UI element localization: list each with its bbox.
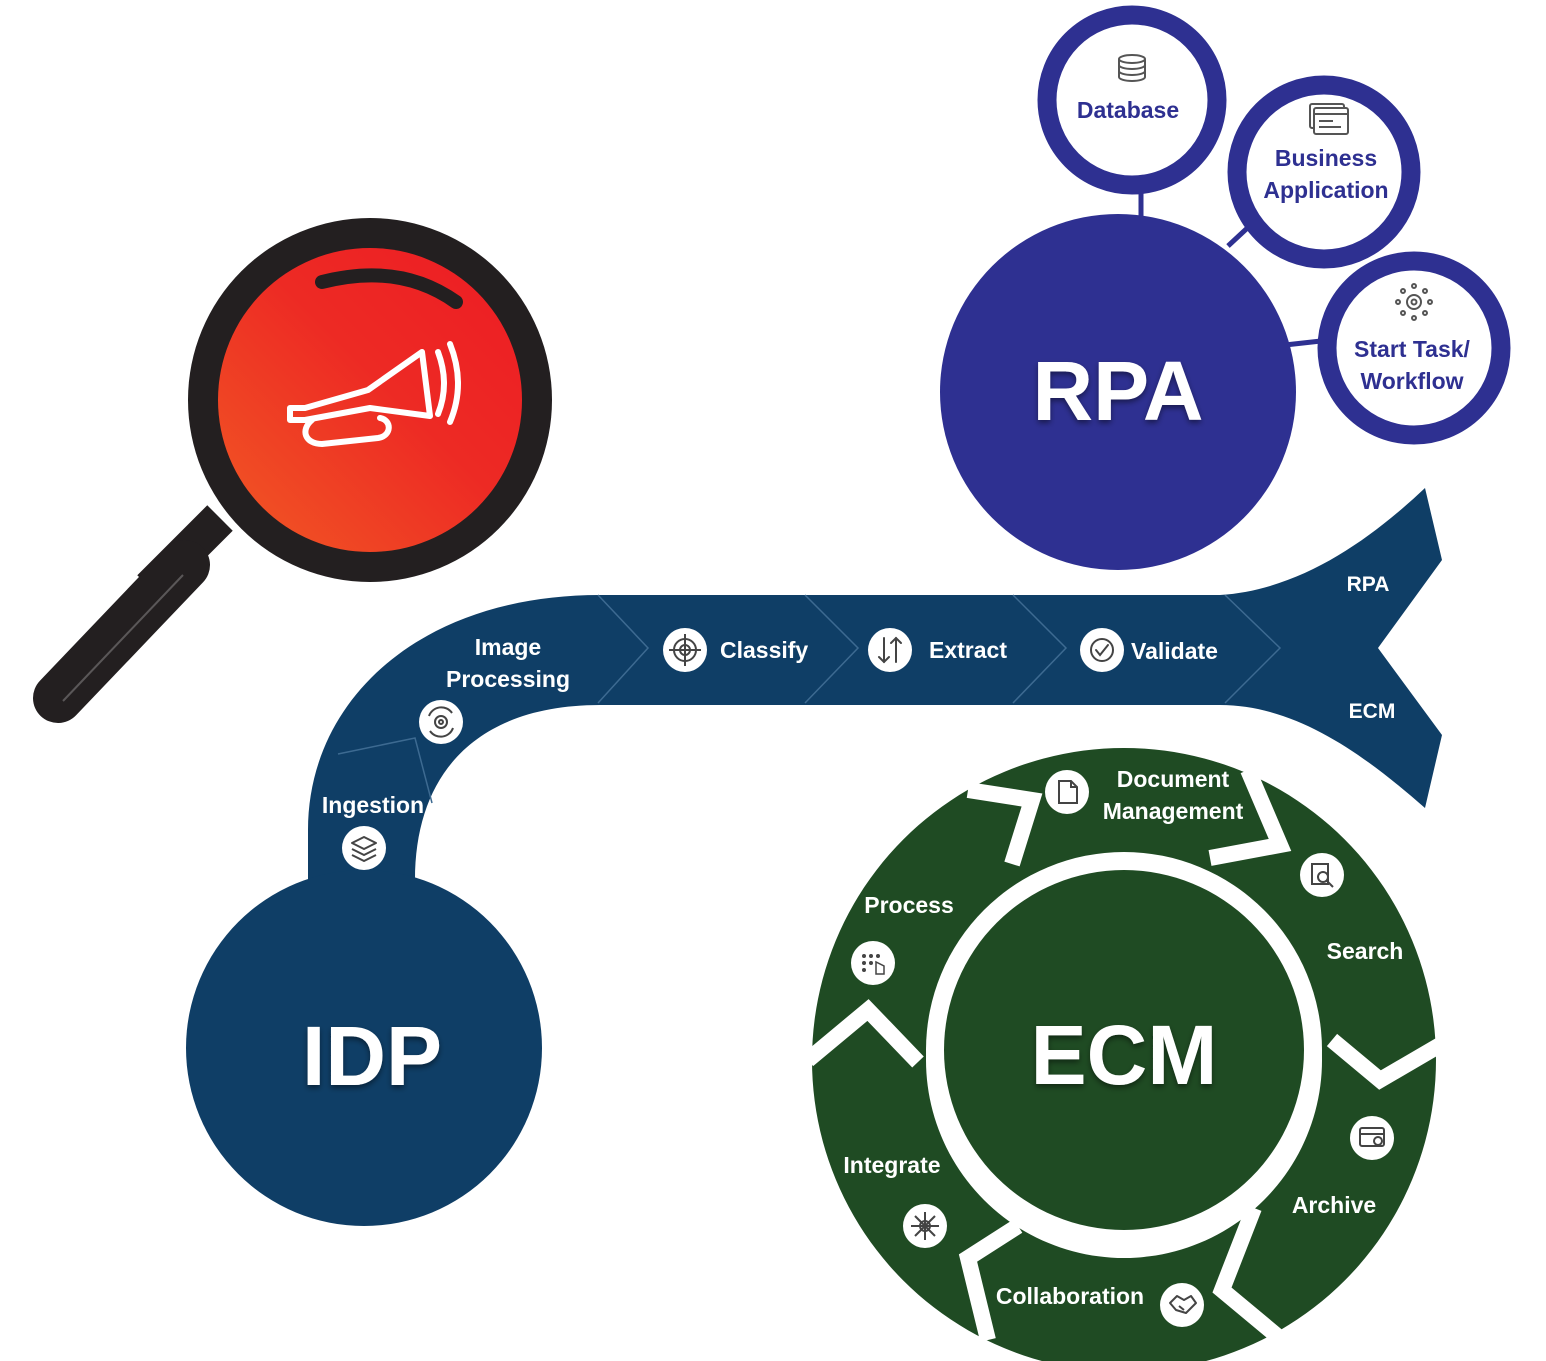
- ecm-ring-shape: [812, 748, 1436, 1361]
- bugle-icon: [287, 341, 461, 447]
- extract-label: Extract: [929, 637, 1007, 663]
- process-grid-icon: [862, 954, 885, 975]
- database-icon: [1118, 54, 1146, 82]
- document-icon: [1058, 780, 1078, 804]
- ecm-item-process: Process: [851, 892, 954, 985]
- process-label: Process: [864, 892, 954, 918]
- start-task-label-line2: Workflow: [1360, 368, 1463, 394]
- magnifier: [33, 218, 552, 723]
- check-circle-icon: [1090, 638, 1114, 662]
- rpa-satellite-start-task-workflow: Start Task/ Workflow: [1317, 251, 1511, 445]
- validate-label: Validate: [1131, 638, 1218, 664]
- rpa-hub: [940, 214, 1296, 570]
- workflow-gear-icon: [1395, 283, 1433, 321]
- ingestion-label: Ingestion: [322, 792, 424, 818]
- pipeline-band: Ingestion Image Processing Classify: [308, 488, 1442, 880]
- rpa-satellite-database: Database: [1037, 5, 1227, 195]
- sort-arrows-icon: [878, 636, 902, 664]
- ecm-item-document-management: Document Management: [1045, 766, 1244, 824]
- ecm-hub: [944, 870, 1304, 1230]
- search-label: Search: [1327, 938, 1404, 964]
- branch-ecm-label: ECM: [1349, 700, 1396, 723]
- rpa-satellite-business-application: Business Application: [1227, 75, 1421, 269]
- network-icon: [911, 1212, 939, 1240]
- handshake-icon: [1169, 1295, 1197, 1314]
- pipeline-dividers: [337, 594, 1282, 804]
- classify-label: Classify: [720, 637, 808, 663]
- ecm-item-archive: Archive: [1292, 1116, 1394, 1218]
- branch-rpa-label: RPA: [1347, 573, 1390, 596]
- business-application-label-line2: Application: [1263, 177, 1388, 203]
- magnifier-handle: [33, 540, 210, 723]
- classify-step: Classify: [663, 628, 808, 672]
- magnifier-handle-highlight: [62, 574, 184, 702]
- extract-step: Extract: [868, 628, 1007, 672]
- gear-sync-icon: [428, 706, 454, 738]
- image-processing-label-line2: Processing: [446, 666, 570, 692]
- integrate-label: Integrate: [843, 1152, 940, 1178]
- image-processing-label-line1: Image: [475, 634, 541, 660]
- lens-glare: [315, 268, 463, 309]
- collaboration-label: Collaboration: [996, 1283, 1144, 1309]
- pipeline-ribbon: [308, 488, 1442, 880]
- ecm-item-integrate: Integrate: [843, 1152, 947, 1248]
- ecm-item-collaboration: Collaboration: [996, 1283, 1204, 1327]
- archive-icon: [1359, 1127, 1385, 1147]
- ecm-cycle-ring: [802, 748, 1445, 1361]
- archive-label: Archive: [1292, 1192, 1376, 1218]
- document-management-label-line2: Management: [1103, 798, 1244, 824]
- idp-hub: [186, 870, 542, 1226]
- layers-icon: [351, 836, 377, 862]
- idp-hub-label: IDP: [302, 1009, 442, 1103]
- business-application-label-line1: Business: [1275, 145, 1377, 171]
- image-processing-step: Image Processing: [419, 634, 570, 744]
- app-window-icon: [1309, 103, 1349, 135]
- start-task-label-line1: Start Task/: [1354, 336, 1471, 362]
- ingestion-step: Ingestion: [322, 792, 424, 870]
- search-doc-icon: [1311, 863, 1334, 888]
- magnifier-lens: [218, 248, 522, 552]
- ecm-hub-label: ECM: [1031, 1008, 1218, 1102]
- document-management-label-line1: Document: [1117, 766, 1230, 792]
- ecm-ring-chevrons: [802, 766, 1445, 1347]
- database-label: Database: [1077, 97, 1179, 123]
- target-icon: [669, 634, 701, 666]
- validate-step: Validate: [1080, 628, 1218, 672]
- ecm-item-search: Search: [1300, 853, 1403, 964]
- rpa-hub-label: RPA: [1032, 344, 1203, 438]
